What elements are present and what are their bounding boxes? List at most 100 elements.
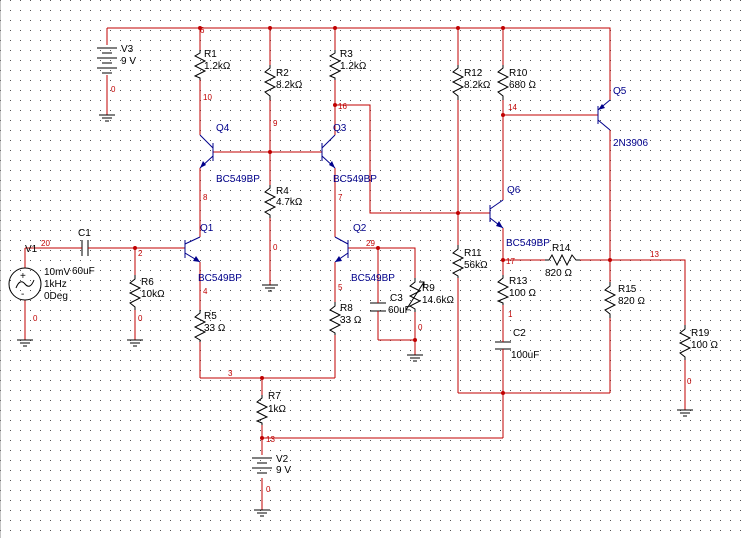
resistor-r1: [193, 50, 207, 80]
label-v2-name: V2: [276, 454, 289, 465]
label-r13-name: R13: [509, 276, 528, 287]
label-r11-value: 56kΩ: [464, 260, 488, 271]
label-r6-name: R6: [141, 277, 154, 288]
ground-symbols: [17, 114, 693, 517]
label-r19-name: R19: [691, 328, 710, 339]
svg-text:7: 7: [338, 193, 343, 202]
svg-text:4: 4: [203, 287, 208, 296]
wires: [24, 27, 686, 510]
label-v1-freq: 1kHz: [44, 279, 67, 290]
label-c1-value: 60uF: [72, 266, 95, 277]
svg-text:0: 0: [273, 243, 278, 252]
label-r8-value: 33 Ω: [340, 315, 362, 326]
svg-text:8: 8: [203, 193, 208, 202]
label-r6-value: 10kΩ: [141, 289, 165, 300]
label-v1-name: V1: [25, 244, 38, 255]
svg-text:0: 0: [418, 323, 423, 332]
component-labels: V3 9 V V2 9 V V1 10mV 1kHz 0Deg R1 1.2kΩ…: [25, 44, 718, 476]
resistor-symbols: [128, 50, 692, 425]
label-q5-model: 2N3906: [613, 138, 648, 149]
label-r10-name: R10: [509, 68, 528, 79]
label-r3-value: 1.2kΩ: [340, 61, 367, 72]
label-r12-value: 8.2kΩ: [464, 80, 491, 91]
svg-text:0: 0: [266, 485, 271, 494]
svg-text:3: 3: [228, 369, 233, 378]
svg-text:13: 13: [650, 250, 659, 259]
label-r14-value: 820 Ω: [545, 268, 572, 279]
resistor-r12: [451, 65, 465, 100]
resistor-r4: [263, 185, 277, 218]
label-r5-name: R5: [204, 311, 217, 322]
label-q4-name: Q4: [216, 123, 230, 134]
svg-text:5: 5: [338, 283, 343, 292]
resistor-r8: [328, 302, 342, 335]
svg-text:13: 13: [266, 435, 275, 444]
resistor-r3: [328, 50, 342, 80]
label-q4-model: BC549BP: [216, 174, 260, 185]
resistor-r9: [408, 278, 422, 312]
label-r10-value: 680 Ω: [509, 80, 536, 91]
net-labels: 6 0 10 9 16 8 7 20 2 0 0 4 0 29 5 0 3 13…: [33, 26, 692, 494]
resistor-r13: [496, 275, 510, 305]
svg-text:14: 14: [508, 103, 517, 112]
svg-text:-: -: [21, 289, 24, 300]
resistor-r10: [496, 65, 510, 100]
battery-symbols: [97, 47, 272, 474]
label-r8-name: R8: [340, 303, 353, 314]
label-q3-name: Q3: [333, 123, 347, 134]
resistor-r7: [255, 395, 269, 425]
label-q6-model: BC549BP: [506, 238, 550, 249]
label-c3-value: 60uF: [388, 305, 411, 316]
label-v1-amp: 10mV: [44, 267, 70, 278]
label-r1-name: R1: [204, 49, 217, 60]
label-r9-value: 14.6kΩ: [422, 295, 454, 306]
label-r11-name: R11: [464, 248, 482, 259]
resistor-r2: [263, 65, 277, 100]
svg-text:0: 0: [138, 314, 143, 323]
resistor-r11: [451, 245, 465, 278]
label-r4-name: R4: [276, 186, 289, 197]
svg-text:17: 17: [506, 257, 515, 266]
label-q3-model: BC549BP: [333, 174, 377, 185]
capacitor-symbols: [75, 240, 511, 355]
svg-text:2: 2: [138, 249, 143, 258]
svg-text:20: 20: [41, 239, 50, 248]
label-r15-name: R15: [618, 284, 637, 295]
label-q1-name: Q1: [200, 223, 214, 234]
label-r5-value: 33 Ω: [204, 323, 226, 334]
label-r19-value: 100 Ω: [691, 340, 718, 351]
svg-text:29: 29: [366, 239, 375, 248]
resistor-r6: [128, 275, 142, 310]
junctions: [133, 26, 612, 440]
transistor-symbols: [184, 99, 611, 263]
svg-text:0: 0: [687, 377, 692, 386]
svg-text:16: 16: [338, 102, 347, 111]
label-r12-name: R12: [464, 68, 483, 79]
label-v3-value: 9 V: [121, 56, 136, 67]
label-r3-name: R3: [340, 49, 353, 60]
label-r4-value: 4.7kΩ: [276, 197, 303, 208]
ac-source-symbol: + -: [8, 267, 42, 301]
svg-text:+: +: [20, 271, 26, 282]
resistor-r19: [678, 325, 692, 360]
label-q2-name: Q2: [353, 223, 367, 234]
svg-text:0: 0: [33, 314, 38, 323]
resistor-r5: [193, 310, 207, 342]
label-r2-name: R2: [276, 68, 289, 79]
resistor-r15: [603, 282, 617, 318]
label-c2-value: 100uF: [511, 350, 539, 361]
label-r13-value: 100 Ω: [509, 288, 536, 299]
label-q1-model: BC549BP: [198, 273, 242, 284]
label-c1-name: C1: [78, 228, 91, 239]
label-r7-value: 1kΩ: [268, 404, 287, 415]
label-r14-name: R14: [552, 243, 571, 254]
label-c2-name: C2: [513, 328, 526, 339]
label-v2-value: 9 V: [276, 465, 291, 476]
label-q2-model: BC549BP: [351, 273, 395, 284]
label-v3-name: V3: [121, 44, 134, 55]
label-r7-name: R7: [268, 391, 281, 402]
label-r15-value: 820 Ω: [618, 296, 645, 307]
label-q5-name: Q5: [613, 86, 627, 97]
label-q6-name: Q6: [507, 185, 521, 196]
